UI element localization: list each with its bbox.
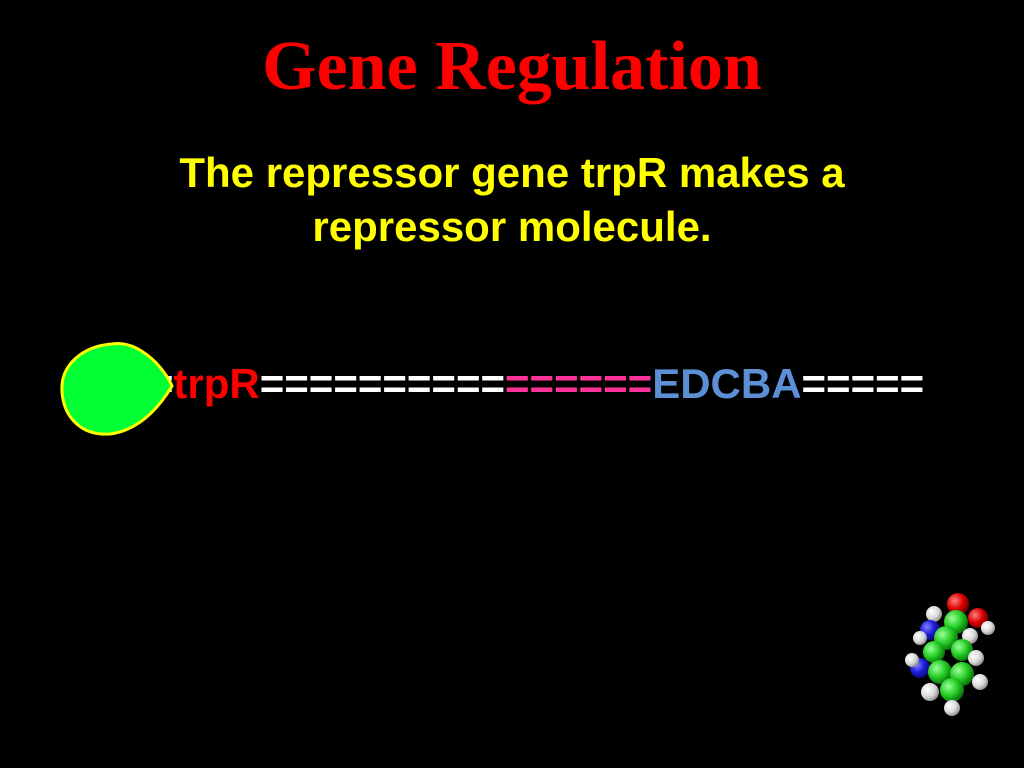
gene-segment-edcba: EDCBA <box>652 360 802 407</box>
gene-sequence-line: ===trpR================EDCBA===== <box>0 356 1024 412</box>
gene-segment-middle: ========== <box>259 360 506 407</box>
slide-title: Gene Regulation <box>262 28 762 105</box>
repressor-molecule-icon <box>60 342 174 436</box>
tryptophan-molecule-icon <box>905 593 995 716</box>
gene-segment-right: ===== <box>801 360 925 407</box>
gene-segment-trpR: trpR <box>173 360 260 407</box>
slide-subtitle: The repressor gene trpR makes a represso… <box>179 149 845 250</box>
gene-segment-operator: ====== <box>505 360 653 407</box>
